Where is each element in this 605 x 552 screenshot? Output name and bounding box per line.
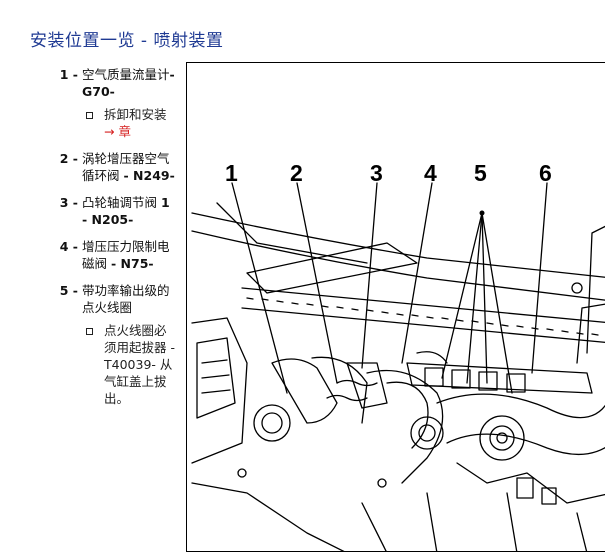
item-number: 5 - [59,283,78,298]
item-number: 1 - [59,67,78,82]
callout-3: 3 [370,160,383,186]
item-text: 增压压力限制电磁阀 [82,239,170,271]
engine-bay-figure: 1 2 3 4 5 6 [186,62,605,552]
item-code: - N75- [111,256,154,271]
callout-2: 2 [290,160,303,186]
item-code: - N249- [123,168,175,183]
callout-5: 5 [474,160,487,186]
callout-1: 1 [225,160,238,186]
engine-bay-drawing: 1 2 3 4 5 6 [191,160,605,551]
page-title: 安装位置一览 - 喷射装置 [30,31,224,51]
note: 拆卸和安装 → 章 [82,106,176,140]
item-number: 3 - [59,195,78,210]
list-item: 5 - 带功率输出级的点火线圈 [48,282,176,316]
note: 点火线圈必须用起拔器 - T40039- 从气缸盖上拔出。 [82,322,176,407]
bullet-icon [82,322,104,407]
item-text: 带功率输出级的点火线圈 [82,283,170,315]
list-item: 1 - 空气质量流量计- G70- [48,66,176,100]
item-number: 4 - [59,239,78,254]
item-text: 空气质量流量计 [82,67,170,82]
callout-4: 4 [424,160,437,186]
list-item: 4 - 增压压力限制电磁阀 - N75- [48,238,176,272]
note-text: 拆卸和安装 [104,107,167,122]
callout-6: 6 [539,160,552,186]
list-item: 2 - 涡轮增压器空气循环阀 - N249- [48,150,176,184]
note-text: 点火线圈必须用起拔器 - T40039- 从气缸盖上拔出。 [104,323,175,406]
item-code: - G70- [82,67,175,99]
item-text: 凸轮轴调节阀 [82,195,158,210]
item-text: 涡轮增压器空气循环阀 [82,151,170,183]
chapter-link[interactable]: → 章 [104,124,131,139]
item-code: 1 - N205- [82,195,170,227]
item-number: 2 - [59,151,78,166]
bullet-icon [82,106,104,140]
list-item: 3 - 凸轮轴调节阀 1 - N205- [48,194,176,228]
component-list: 1 - 空气质量流量计- G70- 拆卸和安装 → 章 2 - 涡轮增压器空气循… [48,66,176,417]
